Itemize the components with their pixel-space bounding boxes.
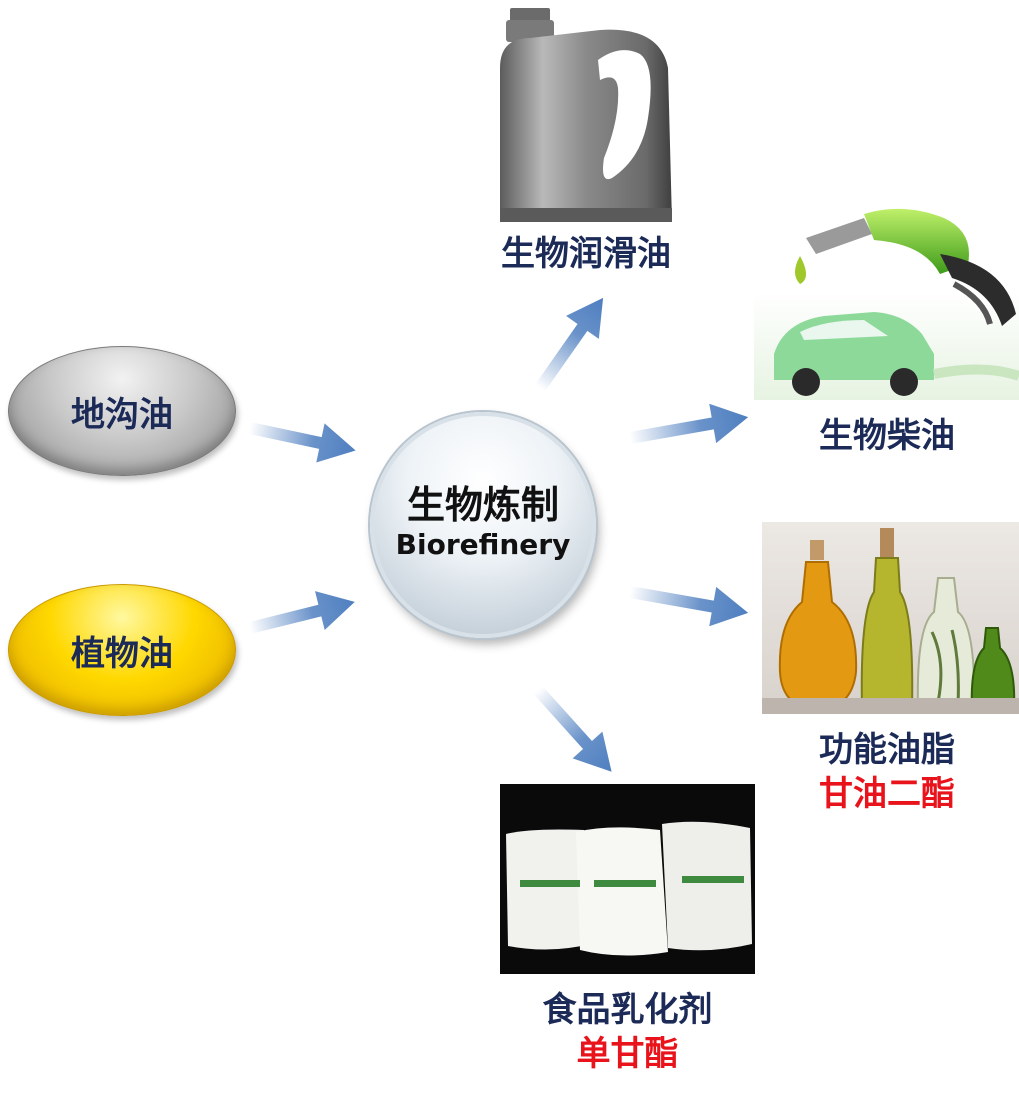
arrow-center-to-lubricant <box>524 286 620 399</box>
hub-title: 生物炼制 <box>374 474 592 529</box>
fuel-nozzle-car-image <box>754 204 1019 400</box>
emulsifier-label: 食品乳化剂 <box>510 990 745 1030</box>
arrow-center-to-emulsifier <box>523 677 626 786</box>
input-vegetable-oil-label: 植物油 <box>71 626 173 675</box>
arrow-waste-oil-to-center <box>246 408 360 470</box>
input-waste-oil: 地沟油 <box>8 346 236 476</box>
functional-oil-label: 功能油脂 <box>782 730 992 770</box>
lubricant-label: 生物润滑油 <box>470 234 702 274</box>
powder-bags-image <box>500 784 755 974</box>
arrow-center-to-functional-oil <box>627 572 752 632</box>
oil-canister-image <box>500 8 672 222</box>
emulsifier-highlight: 单甘酯 <box>510 1034 745 1074</box>
biorefinery-hub: 生物炼制 Biorefinery <box>370 412 596 638</box>
functional-oil-highlight: 甘油二酯 <box>782 774 992 814</box>
arrow-vegetable-oil-to-center <box>245 582 359 647</box>
hub-subtitle: Biorefinery <box>374 528 592 561</box>
biodiesel-label: 生物柴油 <box>782 416 992 456</box>
input-waste-oil-label: 地沟油 <box>71 387 173 436</box>
input-vegetable-oil: 植物油 <box>8 584 236 716</box>
oil-bottles-image <box>762 522 1019 714</box>
arrow-center-to-biodiesel <box>627 397 752 457</box>
